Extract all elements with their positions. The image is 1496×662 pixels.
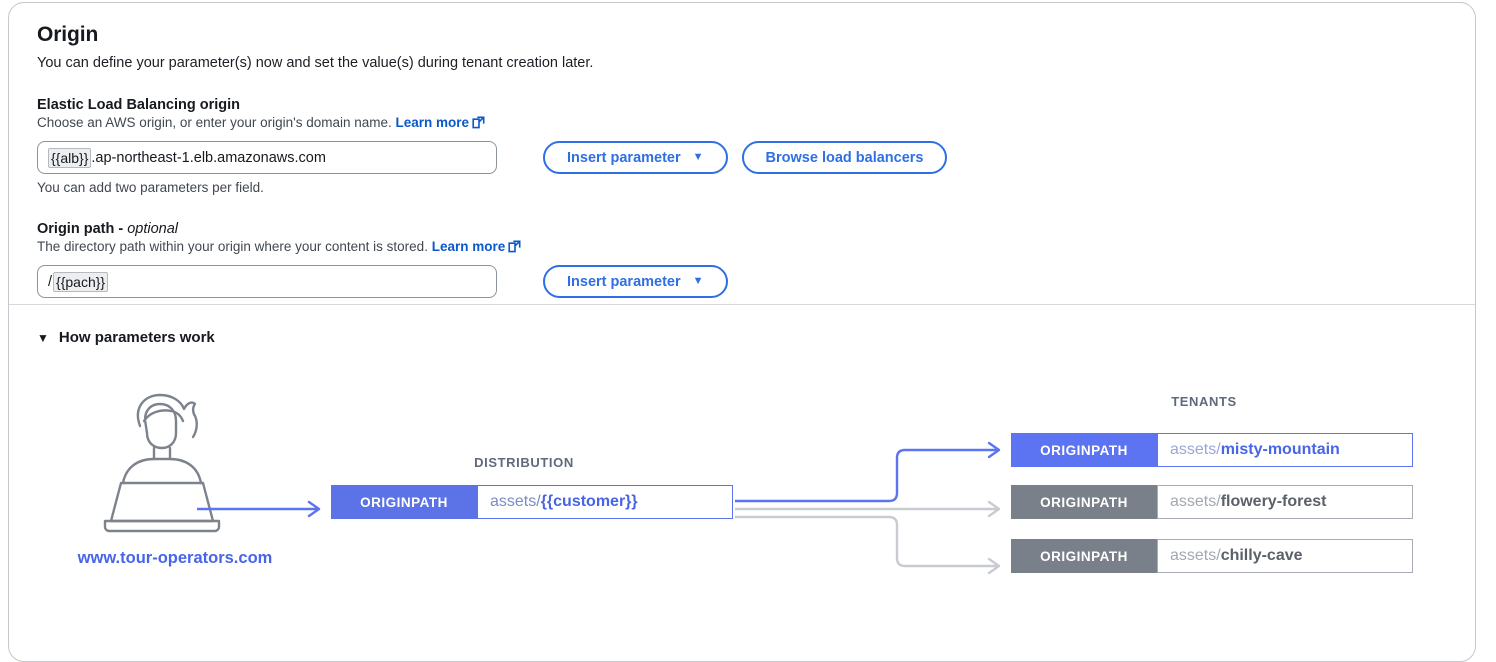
tenant-3-value-prefix: assets/ — [1170, 547, 1221, 564]
origin-path-field-row: /{{pach}} Insert parameter ▼ — [37, 265, 1447, 298]
origin-path-param-chip[interactable]: {{pach}} — [53, 271, 109, 292]
elb-learn-more-link[interactable]: Learn more — [395, 115, 470, 130]
elb-field-row: {{alb}}.ap-northeast-1.elb.amazonaws.com… — [37, 141, 1447, 174]
tenant-1-value-prefix: assets/ — [1170, 441, 1221, 458]
origin-path-description-text: The directory path within your origin wh… — [37, 239, 428, 254]
elb-field-label: Elastic Load Balancing origin — [37, 97, 241, 113]
tenant-1-value-suffix: misty-mountain — [1220, 441, 1340, 458]
distribution-originpath-tag: ORIGINPATH — [331, 485, 477, 519]
tenant-box-1: ORIGINPATH assets/misty-mountain — [1011, 433, 1413, 467]
origin-path-label-text: Origin path - — [37, 221, 124, 237]
page-description: You can define your parameter(s) now and… — [37, 55, 594, 71]
tenant-3-value-suffix: chilly-cave — [1220, 547, 1303, 564]
insert-parameter-button-origin-path[interactable]: Insert parameter ▼ — [543, 265, 728, 298]
connector-to-tenant-3 — [735, 515, 1001, 575]
how-parameters-work-diagram: www.tour-operators.com DISTRIBUTION TENA… — [9, 363, 1477, 623]
origin-section: Origin You can define your parameter(s) … — [9, 3, 1475, 298]
tenant-box-2: ORIGINPATH assets/flowery-forest — [1011, 485, 1413, 519]
elb-field-description: Choose an AWS origin, or enter your orig… — [37, 115, 1447, 132]
elb-param-chip[interactable]: {{alb}} — [48, 147, 92, 168]
connector-to-tenant-1 — [735, 441, 1001, 503]
tenant-2-originpath-tag: ORIGINPATH — [1011, 485, 1157, 519]
origin-path-field-description: The directory path within your origin wh… — [37, 239, 1447, 256]
chevron-down-icon: ▼ — [692, 151, 704, 163]
site-url-label: www.tour-operators.com — [77, 549, 273, 567]
tenants-caption: TENANTS — [1171, 394, 1237, 409]
origin-path-field-label: Origin path - optional — [37, 221, 1447, 237]
tenant-3-originpath-value: assets/chilly-cave — [1157, 539, 1413, 573]
origin-path-learn-more-link[interactable]: Learn more — [431, 239, 506, 254]
origin-path-slash: / — [48, 273, 53, 290]
origin-path-input[interactable]: /{{pach}} — [37, 265, 497, 298]
elb-origin-input[interactable]: {{alb}}.ap-northeast-1.elb.amazonaws.com — [37, 141, 497, 174]
chevron-down-icon: ▼ — [692, 275, 704, 287]
insert-parameter-label-origin-path: Insert parameter — [567, 273, 681, 290]
browse-load-balancers-button[interactable]: Browse load balancers — [741, 141, 948, 174]
tenant-box-3: ORIGINPATH assets/chilly-cave — [1011, 539, 1413, 573]
tenant-2-value-suffix: flowery-forest — [1220, 493, 1327, 510]
section-divider — [9, 304, 1475, 305]
elb-description-text: Choose an AWS origin, or enter your orig… — [37, 115, 392, 130]
insert-parameter-label-elb: Insert parameter — [567, 149, 681, 166]
tenant-3-originpath-tag: ORIGINPATH — [1011, 539, 1157, 573]
tenant-2-originpath-value: assets/flowery-forest — [1157, 485, 1413, 519]
tenant-1-originpath-value: assets/misty-mountain — [1157, 433, 1413, 467]
diagram-graphics — [103, 393, 1001, 575]
tenant-1-originpath-tag: ORIGINPATH — [1011, 433, 1157, 467]
origin-path-optional-text: optional — [127, 221, 179, 237]
external-link-icon — [508, 240, 521, 256]
distribution-originpath-box: ORIGINPATH assets/{{customer}} — [331, 485, 733, 519]
distribution-value-suffix: {{customer}} — [540, 493, 638, 510]
elb-domain-suffix: .ap-northeast-1.elb.amazonaws.com — [91, 149, 326, 166]
origin-card: Origin You can define your parameter(s) … — [8, 2, 1476, 662]
tenant-2-value-prefix: assets/ — [1170, 493, 1221, 510]
how-parameters-work-expander[interactable]: ▼ How parameters work — [37, 329, 215, 346]
caret-down-icon: ▼ — [37, 330, 49, 345]
person-at-laptop-icon — [103, 393, 221, 533]
distribution-originpath-value: assets/{{customer}} — [477, 485, 733, 519]
how-parameters-work-label: How parameters work — [58, 329, 215, 346]
distribution-value-prefix: assets/ — [490, 493, 541, 510]
insert-parameter-button-elb[interactable]: Insert parameter ▼ — [543, 141, 728, 174]
external-link-icon — [472, 116, 485, 132]
connector-to-tenant-2 — [735, 500, 1001, 518]
arrow-person-to-distribution — [197, 500, 321, 518]
elb-field-hint: You can add two parameters per field. — [37, 180, 264, 195]
page-title: Origin — [37, 23, 99, 46]
distribution-caption: DISTRIBUTION — [474, 455, 574, 470]
